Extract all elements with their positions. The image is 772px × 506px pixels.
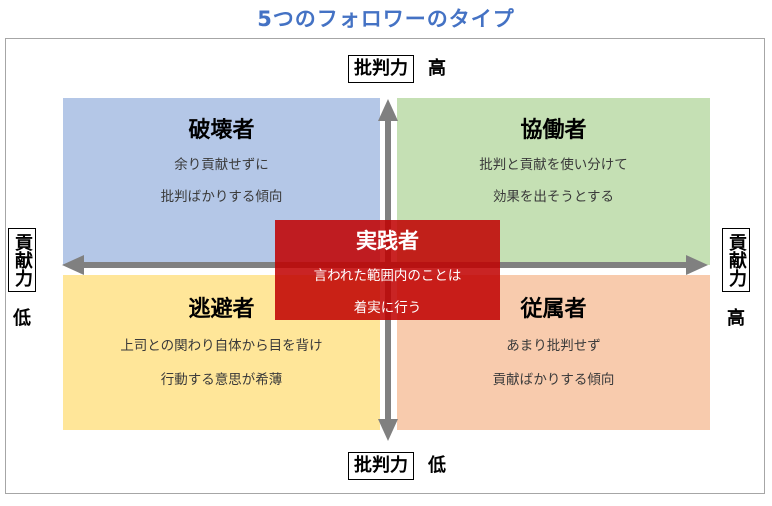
axis-name-vertical-bottom: 批判力 [348, 452, 414, 480]
quadrant-title: 従属者 [520, 297, 587, 322]
center-title: 実践者 [356, 229, 419, 253]
center-desc-line2: 着実に行う [353, 300, 422, 316]
center-desc-line1: 言われた範囲内のことは [313, 268, 462, 284]
quadrant-desc-line2: 効果を出そうとする [492, 189, 615, 205]
axis-label-contribution-low: 貢献力 低 [8, 228, 36, 330]
axis-value-vertical-top: 高 [428, 58, 446, 79]
quadrant-destroyer: 破壊者 余り貢献せずに 批判ばかりする傾向 [63, 98, 380, 265]
axis-name-vertical-top: 批判力 [348, 55, 414, 83]
quadrant-desc-line1: 批判と貢献を使い分けて [479, 157, 628, 173]
quadrant-title: 破壊者 [188, 118, 255, 143]
center-practitioner-box: 実践者 言われた範囲内のことは 着実に行う [275, 220, 500, 320]
quadrant-desc-line2: 行動する意思が希薄 [160, 372, 283, 388]
quadrant-desc-line2: 貢献ばかりする傾向 [492, 372, 615, 388]
quadrant-desc-line1: 余り貢献せずに [174, 157, 269, 173]
axis-label-critical-thinking-high: 批判力 高 [348, 55, 446, 83]
quadrant-desc-line2: 批判ばかりする傾向 [160, 189, 283, 205]
quadrant-desc-line1: あまり批判せず [506, 338, 601, 354]
quadrant-desc-line1: 上司との関わり自体から目を背け [120, 338, 323, 354]
axis-label-contribution-high: 貢献力 高 [722, 228, 750, 330]
axis-name-horizontal-right: 貢献力 [722, 228, 750, 292]
axis-name-horizontal-left: 貢献力 [8, 228, 36, 292]
axis-value-horizontal-right: 高 [727, 308, 745, 329]
quadrant-title: 逃避者 [188, 297, 255, 322]
axis-label-critical-thinking-low: 批判力 低 [348, 452, 446, 480]
page-title: 5つのフォロワーのタイプ [257, 7, 515, 31]
quadrant-title: 協働者 [520, 118, 587, 143]
axis-value-vertical-bottom: 低 [428, 455, 446, 476]
axis-value-horizontal-left: 低 [13, 308, 31, 329]
